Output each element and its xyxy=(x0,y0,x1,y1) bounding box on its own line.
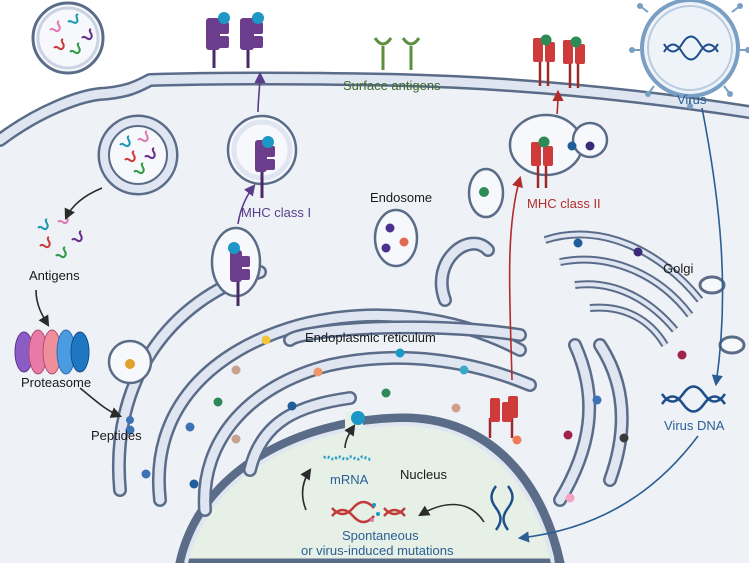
arrow-er-to-mhci-vesicle xyxy=(237,184,256,225)
arrow-pocket-to-antigens xyxy=(64,187,103,221)
small-vesicle-green xyxy=(467,167,505,219)
mhc-class-ii-er xyxy=(488,396,518,438)
mhc-class-i-surface xyxy=(206,12,264,68)
peptide xyxy=(126,416,134,424)
mhc-class-i-er-bud xyxy=(210,226,262,306)
arrow-viral-dna-to-mutation xyxy=(418,503,485,523)
label-nucleus: Nucleus xyxy=(400,467,447,482)
labels: Surface antigens Virus Endosome MHC clas… xyxy=(21,78,725,558)
label-golgi: Golgi xyxy=(663,261,693,276)
arrow-mutation-to-mrna xyxy=(300,468,312,511)
label-endoplasmic-reticulum: Endoplasmic reticulum xyxy=(305,330,436,345)
arrow-mhci-vesicle-to-surface xyxy=(254,71,266,113)
proteasome-barrel-icon xyxy=(14,329,90,375)
label-antigens: Antigens xyxy=(29,268,80,283)
mhc-class-i-vesicle xyxy=(226,114,298,198)
label-mhc-class-i: MHC class I xyxy=(241,205,311,220)
arrow-virus-to-virus-dna xyxy=(701,107,724,387)
label-mutations-line1: Spontaneous xyxy=(342,528,419,543)
mhc-class-i-molecule-icon xyxy=(255,136,275,198)
label-virus: Virus xyxy=(677,92,707,107)
endosome-peptide-purple-2 xyxy=(381,243,391,253)
nascent-peptide xyxy=(351,411,365,425)
endosome-peptide-purple xyxy=(385,223,395,233)
arrow-virus-dna-to-nucleus xyxy=(517,435,699,543)
arrow-mhcii-vesicle-to-surface xyxy=(552,89,564,115)
label-endosome: Endosome xyxy=(370,190,432,205)
pathway-arrows xyxy=(35,71,724,543)
integrating-viral-dna xyxy=(490,485,514,531)
endoplasmic-reticulum xyxy=(111,236,629,517)
virus-particle-icon xyxy=(629,0,749,109)
label-mutations-line2: or virus-induced mutations xyxy=(301,543,454,558)
mhc-class-i-molecule-icon xyxy=(206,12,230,68)
mhc-class-ii-molecule-icon xyxy=(531,136,553,188)
label-virus-dna: Virus DNA xyxy=(664,418,725,433)
mhc-class-ii-molecule-icon xyxy=(563,36,585,88)
arrow-proteasome-to-peptides xyxy=(79,387,123,418)
endosome xyxy=(373,208,419,268)
label-mrna: mRNA xyxy=(330,472,369,487)
arrow-antigens-to-proteasome xyxy=(35,289,50,327)
endocytic-pocket xyxy=(97,114,179,196)
mhc-class-ii-vesicle xyxy=(508,113,609,188)
internalized-antigens xyxy=(119,130,156,175)
label-mhc-class-ii: MHC class II xyxy=(527,196,601,211)
nuclear-dna-mutated xyxy=(331,500,406,524)
mrna-strand xyxy=(322,455,374,461)
mhc-class-i-molecule-icon xyxy=(228,242,250,306)
er-peptides xyxy=(125,238,687,503)
mhc-class-ii-molecule-icon xyxy=(488,396,518,438)
antigen-squiggles xyxy=(49,13,93,55)
arrow-er-to-mhcii-vesicle xyxy=(508,175,523,381)
nucleus xyxy=(175,412,565,563)
surface-antigen-receptors xyxy=(373,37,421,70)
mhc-class-i-molecule-icon xyxy=(240,12,264,68)
virus-dna-helix xyxy=(660,385,727,413)
label-peptides: Peptides xyxy=(91,428,142,443)
y-shaped-receptor-icon xyxy=(401,37,421,70)
endosome-peptide-red xyxy=(399,237,409,247)
label-surface-antigens: Surface antigens xyxy=(343,78,441,93)
small-vesicle-orange xyxy=(107,339,153,385)
y-shaped-receptor-icon xyxy=(373,37,393,70)
mhc-class-ii-molecule-icon xyxy=(533,34,555,86)
label-proteasome: Proteasome xyxy=(21,375,91,390)
mhc-class-ii-surface xyxy=(533,34,585,88)
extracellular-vesicle xyxy=(31,1,105,75)
golgi-apparatus xyxy=(543,230,746,355)
arrow-mrna-to-peptide xyxy=(344,424,356,449)
dna-double-helix-icon xyxy=(663,35,719,61)
